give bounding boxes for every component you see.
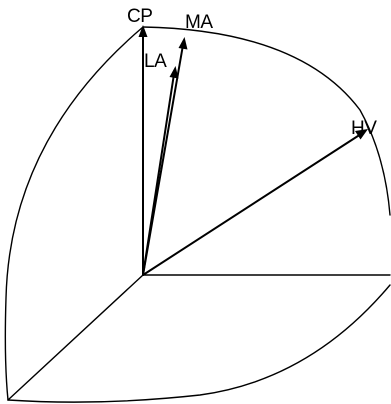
hv-label: HV <box>351 118 377 139</box>
la-label: LA <box>144 51 167 72</box>
diagonal-axis-line <box>7 274 144 401</box>
hv-arrowhead <box>355 129 368 140</box>
boundary-arc-left <box>4 26 144 401</box>
la-vector <box>142 73 175 276</box>
la-arrowhead <box>169 66 179 79</box>
boundary-arc-upper <box>142 26 391 216</box>
cp-label: CP <box>127 6 152 27</box>
ma-label: MA <box>185 12 213 33</box>
cp-arrowhead <box>138 25 148 37</box>
hv-vector <box>142 133 362 276</box>
ma-arrowhead <box>178 37 188 50</box>
boundary-arc-right <box>7 284 391 403</box>
